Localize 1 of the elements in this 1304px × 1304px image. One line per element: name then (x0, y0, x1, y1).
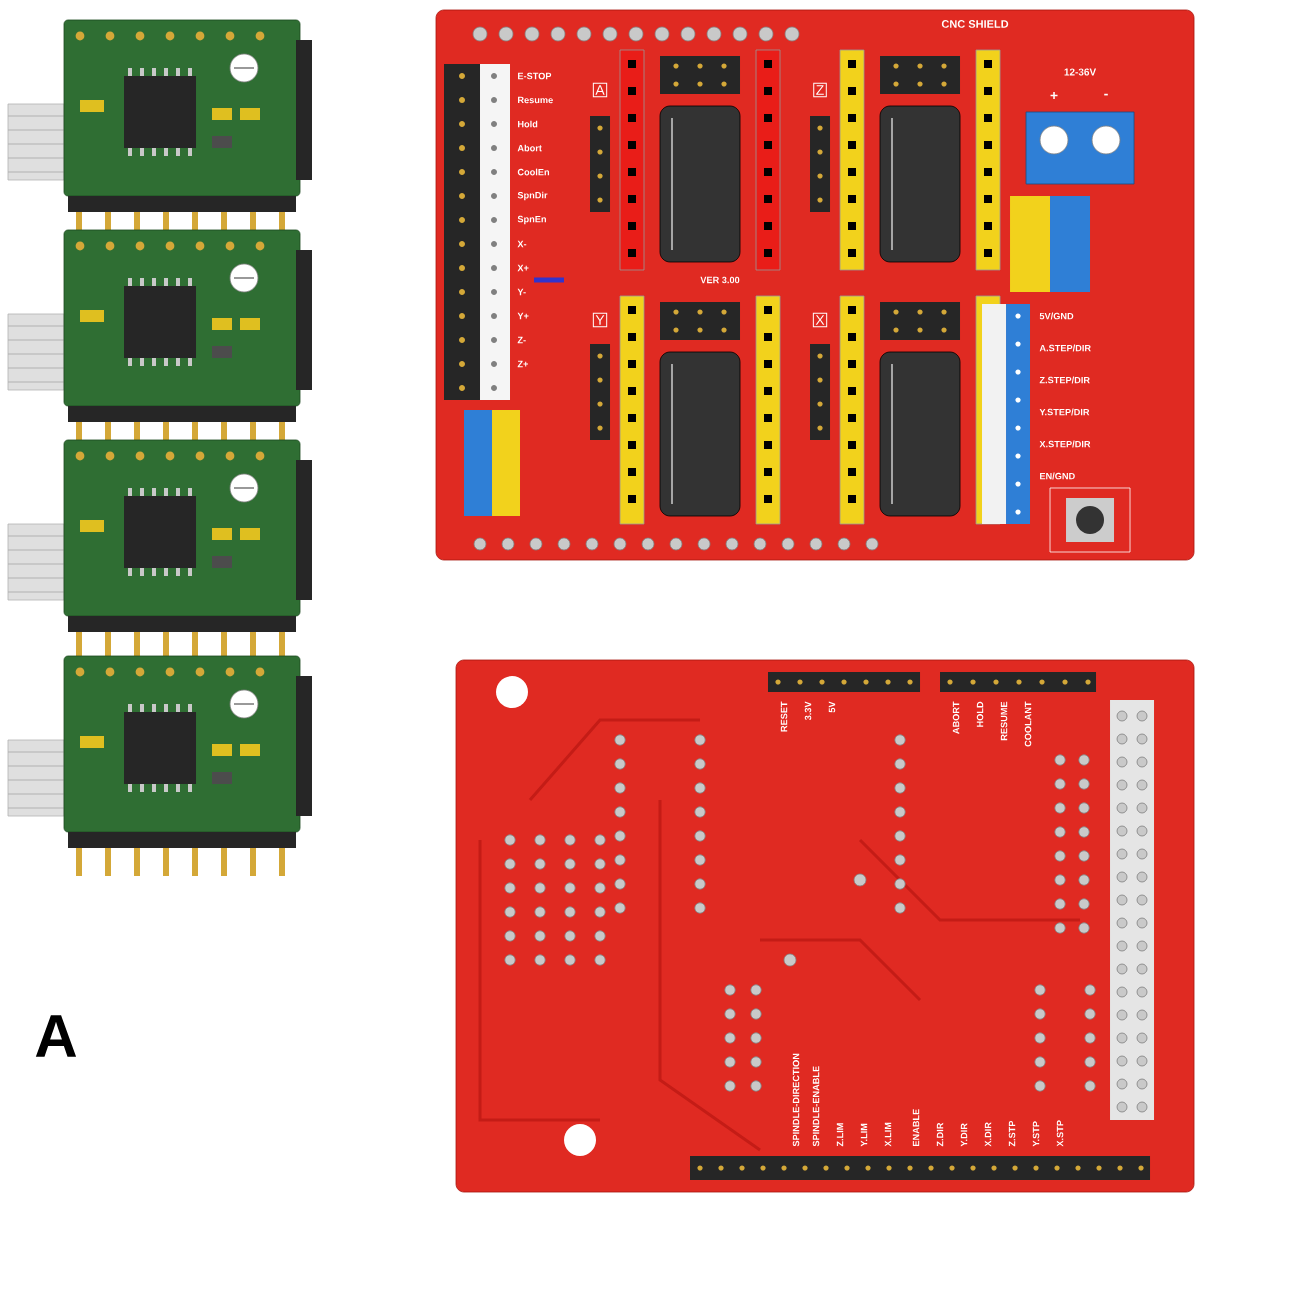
panel-label: A (35, 1015, 77, 1057)
